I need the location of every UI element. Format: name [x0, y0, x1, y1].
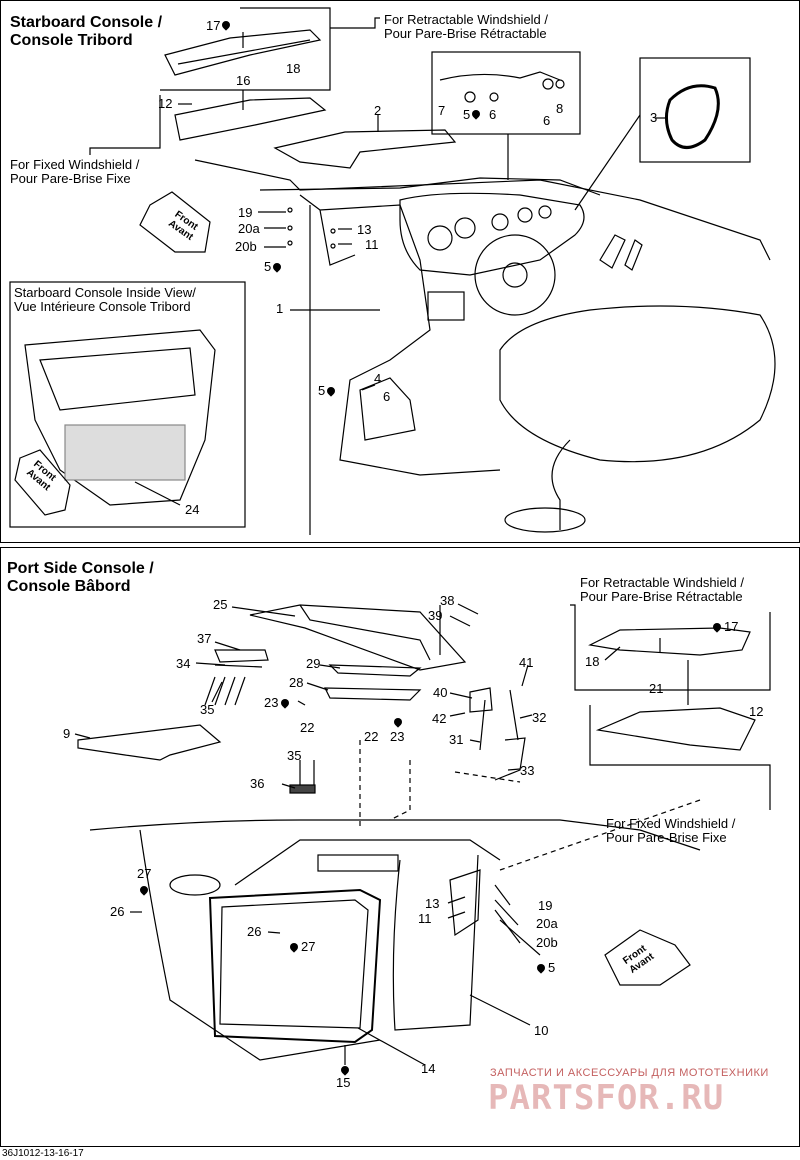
callout-18-bottom: 18 [585, 654, 600, 669]
callout-3: 3 [650, 110, 658, 125]
drop-icon [713, 621, 721, 631]
callout-22-a: 22 [300, 720, 315, 735]
callout-17-bottom: 17 [724, 619, 739, 634]
retractable-windshield-label-bottom: For Retractable Windshield / Pour Pare-B… [580, 575, 745, 604]
callout-10: 10 [534, 1023, 549, 1038]
drop-icon [140, 884, 148, 894]
callout-19-top: 19 [238, 205, 253, 220]
callout-12-bottom: 12 [749, 704, 764, 719]
callout-2: 2 [374, 103, 382, 118]
callout-26-b: 26 [247, 924, 262, 939]
callout-6-top-a: 6 [489, 107, 497, 122]
fixed-windshield-label-top: For Fixed Windshield / Pour Pare-Brise F… [10, 157, 140, 186]
callout-37: 37 [197, 631, 212, 646]
drop-icon [290, 941, 298, 951]
callout-22-b: 22 [364, 729, 379, 744]
retractable-windshield-label-top: For Retractable Windshield / Pour Pare-B… [384, 12, 549, 41]
callout-11-top: 11 [365, 237, 379, 252]
callout-13-bottom: 13 [425, 896, 440, 911]
callout-4-top: 4 [374, 371, 382, 386]
inside-view-label: Starboard Console Inside View/ Vue Intér… [14, 285, 196, 314]
callout-42: 42 [432, 711, 447, 726]
callout-28: 28 [289, 675, 304, 690]
port-side-console-title: Port Side Console / Console Bâbord [7, 560, 154, 595]
callout-33: 33 [520, 763, 535, 778]
callout-12-top: 12 [158, 96, 173, 111]
callout-27-a: 27 [137, 866, 152, 881]
drop-icon [537, 962, 545, 972]
callout-39: 39 [428, 608, 443, 623]
callout-25: 25 [213, 597, 228, 612]
drop-icon [472, 108, 480, 118]
callout-5-top-b: 5 [264, 259, 272, 274]
callout-20a-bottom: 20a [536, 916, 558, 931]
callout-15: 15 [336, 1075, 351, 1090]
callout-9: 9 [63, 726, 71, 741]
drop-icon [341, 1064, 349, 1074]
callout-8: 8 [556, 101, 564, 116]
callout-40: 40 [433, 685, 448, 700]
drop-icon [222, 19, 230, 29]
callout-31: 31 [449, 732, 464, 747]
callout-1: 1 [276, 301, 284, 316]
callout-23-b: 23 [390, 729, 405, 744]
drop-icon [273, 261, 281, 271]
callout-16-top: 16 [236, 73, 251, 88]
callout-14: 14 [421, 1061, 436, 1076]
callout-5-bottom: 5 [548, 960, 556, 975]
drop-icon [327, 385, 335, 395]
figure-code: 36J1012-13-16-17 [2, 1148, 84, 1159]
callout-27-b: 27 [301, 939, 316, 954]
drop-icon [394, 716, 402, 726]
callout-35-a: 35 [200, 702, 215, 717]
callout-17-top: 17 [206, 18, 221, 33]
callout-24: 24 [185, 502, 200, 517]
callout-6-top-c: 6 [383, 389, 391, 404]
callout-13-top: 13 [357, 222, 372, 237]
starboard-console-title: Starboard Console / Console Tribord [10, 14, 163, 49]
callout-21: 21 [649, 681, 664, 696]
callout-20a-top: 20a [238, 221, 260, 236]
callout-11-bottom: 11 [418, 911, 432, 926]
callout-20b-top: 20b [235, 239, 257, 254]
fixed-windshield-label-bottom: For Fixed Windshield / Pour Pare-Brise F… [606, 816, 736, 845]
callout-41: 41 [519, 655, 534, 670]
callout-6-top-b: 6 [543, 113, 551, 128]
callout-18-top: 18 [286, 61, 301, 76]
callout-26-a: 26 [110, 904, 125, 919]
callout-7: 7 [438, 103, 446, 118]
callout-35-b: 35 [287, 748, 302, 763]
callout-20b-bottom: 20b [536, 935, 558, 950]
callout-34: 34 [176, 656, 191, 671]
watermark-tagline: ЗАПЧАСТИ И АКСЕССУАРЫ ДЛЯ МОТОТЕХНИКИ [490, 1067, 769, 1079]
callout-19-bottom: 19 [538, 898, 553, 913]
callout-29: 29 [306, 656, 321, 671]
callout-5-top-c: 5 [318, 383, 326, 398]
drop-icon [281, 697, 289, 707]
callout-32: 32 [532, 710, 547, 725]
callout-38: 38 [440, 593, 455, 608]
watermark-logo: PARTSFOR.RU [488, 1078, 725, 1118]
callout-23-a: 23 [264, 695, 279, 710]
callout-36: 36 [250, 776, 265, 791]
callout-5-top-a: 5 [463, 107, 471, 122]
